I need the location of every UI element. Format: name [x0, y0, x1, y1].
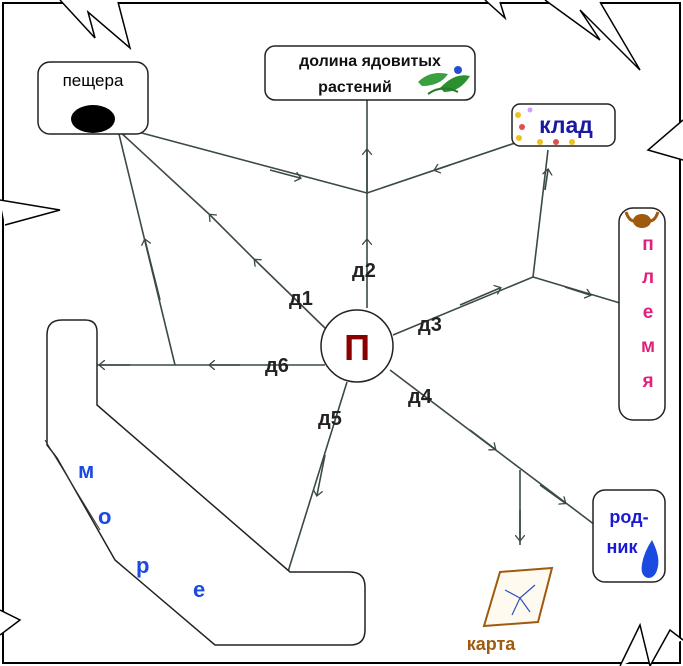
- sea-letter-1: м: [78, 458, 94, 483]
- tribe-letter-2: л: [642, 267, 654, 288]
- center-node: П: [320, 309, 394, 383]
- spring-label-line2: ник: [607, 537, 639, 557]
- path-label-d1: д1: [289, 288, 313, 310]
- map-node: карта: [467, 566, 554, 654]
- tribe-letter-1: п: [642, 234, 653, 255]
- path-label-d6: д6: [265, 355, 289, 377]
- tribe-node: п л е м я: [618, 207, 666, 421]
- torn-edge-top-mid: [484, 0, 507, 21]
- path-label-d5: д5: [318, 408, 342, 430]
- sea-letter-4: е: [193, 577, 205, 602]
- torn-edge-top-left: [59, 0, 132, 51]
- valley-label-line1: долина ядовитых: [299, 53, 441, 70]
- treasure-node: клад: [511, 103, 616, 147]
- spring-node: род- ник: [592, 489, 666, 583]
- path-label-d4: д4: [408, 386, 433, 408]
- plant-icon: [418, 66, 470, 95]
- sea-shore-line: [44, 439, 101, 531]
- cave-label: пещера: [63, 71, 124, 90]
- center-label: П: [344, 327, 370, 368]
- torn-edge-right-top: [646, 119, 683, 161]
- torn-edge-bottom-right: [619, 622, 683, 666]
- tribe-letter-4: м: [641, 336, 655, 357]
- valley-label-line2: растений: [318, 79, 392, 96]
- path-lines: [95, 98, 621, 576]
- map-label: карта: [467, 634, 517, 654]
- torn-edge-top-right: [544, 0, 641, 71]
- treasure-label: клад: [539, 112, 593, 138]
- tribe-letter-3: е: [643, 302, 654, 323]
- torn-edge-left: [0, 199, 61, 226]
- sea-letter-3: р: [136, 553, 149, 578]
- path-label-d2: д2: [352, 260, 376, 282]
- tribe-letter-5: я: [641, 371, 653, 392]
- valley-node: долина ядовитых растений: [264, 45, 476, 101]
- coins-icon: [515, 107, 575, 145]
- path-label-d3: д3: [418, 314, 442, 336]
- cave-node: пещера: [37, 61, 149, 135]
- spring-label-line1: род-: [609, 507, 648, 527]
- torn-edge-left-bottom: [0, 609, 22, 636]
- sea-area: [46, 319, 366, 646]
- water-drop-icon: [641, 540, 659, 578]
- sea-letter-2: о: [98, 504, 111, 529]
- bull-head-icon: [624, 211, 660, 228]
- cave-entrance-icon: [71, 105, 115, 133]
